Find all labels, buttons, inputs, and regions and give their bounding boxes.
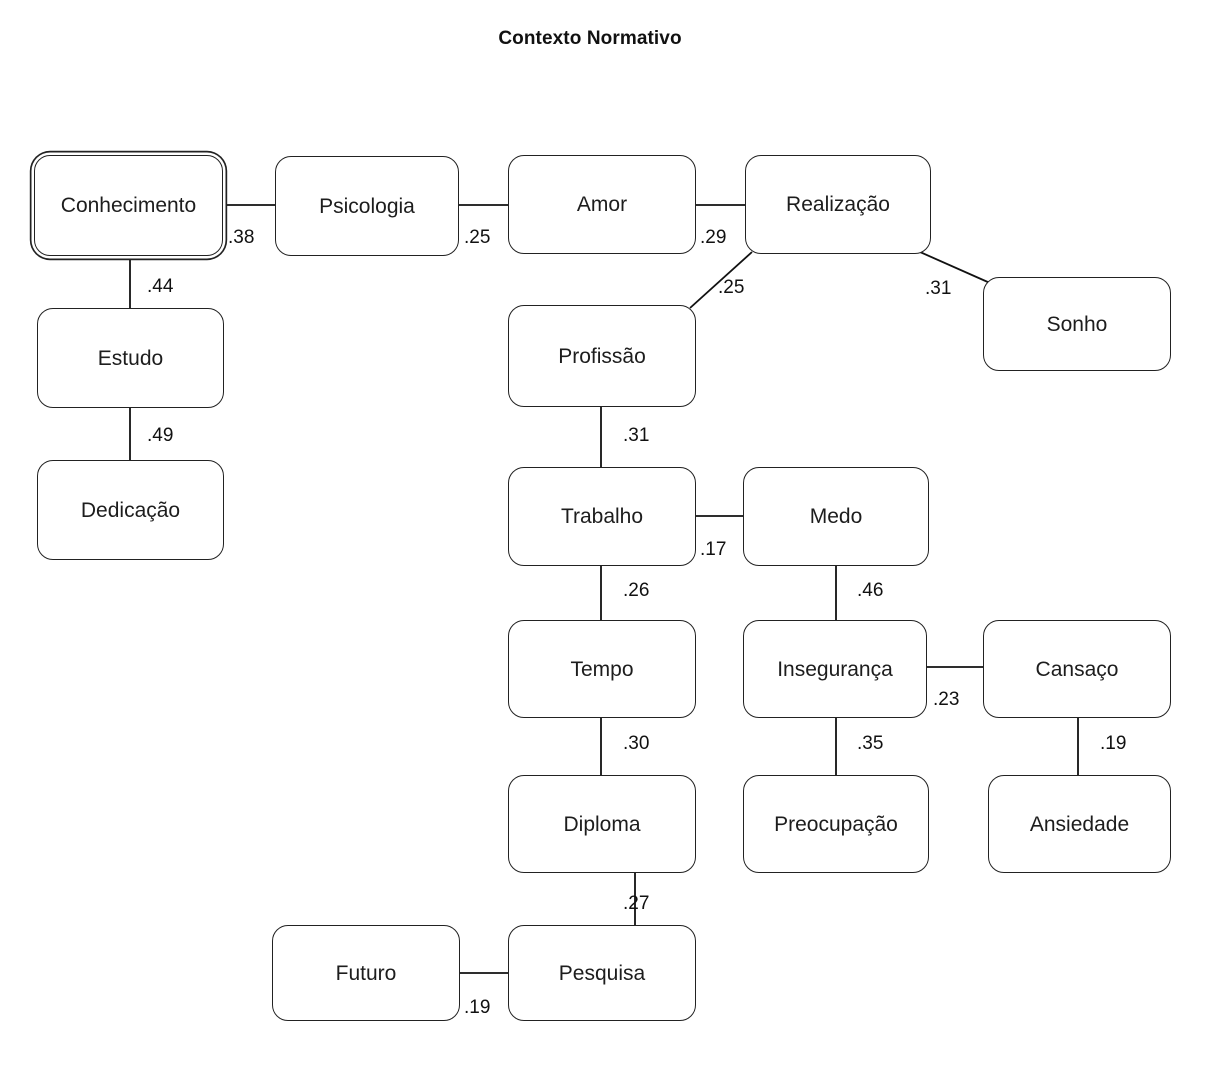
edge-weight-inseguranca-preocupacao: .35 — [857, 733, 884, 754]
node-inseguranca[interactable]: Insegurança — [743, 620, 927, 718]
node-ansiedade[interactable]: Ansiedade — [988, 775, 1171, 873]
node-label-amor: Amor — [576, 193, 628, 216]
edge-weight-cansaco-ansiedade: .19 — [1100, 733, 1127, 754]
node-futuro[interactable]: Futuro — [272, 925, 460, 1021]
node-dedicacao[interactable]: Dedicação — [37, 460, 224, 560]
edge-weight-tempo-diploma: .30 — [623, 733, 650, 754]
edge-weight-amor-realizacao: .29 — [700, 227, 727, 248]
node-pesquisa[interactable]: Pesquisa — [508, 925, 696, 1021]
edge-weight-medo-inseguranca: .46 — [857, 580, 884, 601]
node-label-estudo: Estudo — [97, 346, 164, 370]
node-sonho[interactable]: Sonho — [983, 277, 1171, 371]
edge-weight-realizacao-sonho: .31 — [925, 278, 952, 299]
node-label-inseguranca: Insegurança — [777, 657, 893, 681]
edge-weight-realizacao-profissao: .25 — [718, 277, 745, 298]
node-preocupacao[interactable]: Preocupação — [743, 775, 929, 873]
node-diploma[interactable]: Diploma — [508, 775, 696, 873]
edge-weight-profissao-trabalho: .31 — [623, 425, 650, 446]
node-estudo[interactable]: Estudo — [37, 308, 224, 408]
edge-weight-psicologia-amor: .25 — [464, 227, 491, 248]
node-label-pesquisa: Pesquisa — [558, 961, 646, 985]
node-label-diploma: Diploma — [563, 812, 641, 836]
node-realizacao[interactable]: Realização — [745, 155, 931, 254]
node-label-dedicacao: Dedicação — [80, 498, 181, 522]
node-amor[interactable]: Amor — [508, 155, 696, 254]
node-label-sonho: Sonho — [1046, 312, 1108, 336]
node-medo[interactable]: Medo — [743, 467, 929, 566]
node-cansaco[interactable]: Cansaço — [983, 620, 1171, 718]
node-profissao[interactable]: Profissão — [508, 305, 696, 407]
node-label-tempo: Tempo — [570, 657, 634, 681]
node-label-psicologia: Psicologia — [319, 194, 415, 218]
edge-weight-estudo-dedicacao: .49 — [147, 425, 174, 446]
node-label-conhecimento: Conhecimento — [60, 194, 197, 217]
edge-weight-trabalho-tempo: .26 — [623, 580, 650, 601]
node-label-realizacao: Realização — [786, 193, 890, 216]
node-label-profissao: Profissão — [558, 344, 646, 368]
node-label-medo: Medo — [809, 505, 863, 528]
node-tempo[interactable]: Tempo — [508, 620, 696, 718]
edge-weight-trabalho-medo: .17 — [700, 539, 727, 560]
node-label-trabalho: Trabalho — [560, 505, 644, 528]
page-title: Contexto Normativo — [498, 28, 682, 49]
node-psicologia[interactable]: Psicologia — [275, 156, 459, 256]
edge-weight-conhecimento-estudo: .44 — [147, 276, 174, 297]
node-conhecimento[interactable]: Conhecimento — [34, 155, 223, 256]
edge-weight-conhecimento-psicologia: .38 — [228, 227, 255, 248]
node-label-preocupacao: Preocupação — [774, 812, 898, 836]
edge-weight-diploma-pesquisa: .27 — [623, 893, 650, 914]
edge-weight-inseguranca-cansaco: .23 — [933, 689, 960, 710]
node-label-ansiedade: Ansiedade — [1029, 812, 1130, 836]
node-label-futuro: Futuro — [335, 961, 397, 985]
node-trabalho[interactable]: Trabalho — [508, 467, 696, 566]
edge-weight-futuro-pesquisa: .19 — [464, 997, 491, 1018]
node-label-cansaco: Cansaço — [1035, 657, 1119, 681]
